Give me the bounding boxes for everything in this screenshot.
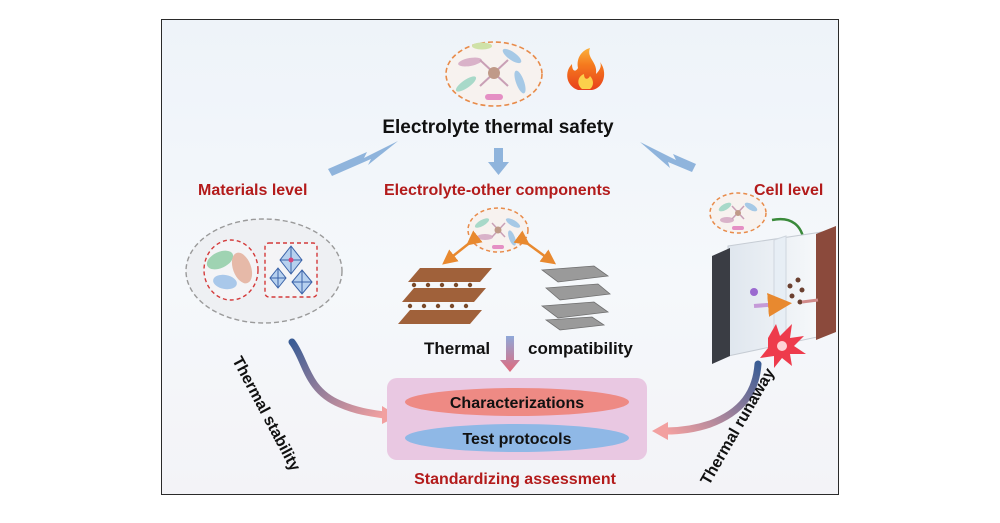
thermal-stability-label: Thermal stability xyxy=(228,354,303,474)
electrolyte-molecule-icon xyxy=(445,41,543,107)
components-illustration xyxy=(442,207,557,265)
diagram-canvas: Electrolyte thermal safety Materials lev… xyxy=(185,41,836,488)
arrow-to-cell xyxy=(640,142,696,172)
characterizations-pill xyxy=(405,388,629,416)
thermal-stability-arrow xyxy=(288,338,388,419)
battery-cell-icon xyxy=(709,192,836,364)
branch-arrows xyxy=(328,141,696,176)
thermal-runaway-arrowhead xyxy=(652,422,668,440)
diagram-title: Electrolyte thermal safety xyxy=(382,117,614,138)
test-protocols-pill xyxy=(405,424,629,452)
compatibility-label-right: compatibility xyxy=(528,339,633,358)
materials-level-heading: Materials level xyxy=(198,182,307,199)
characterizations-label: Characterizations xyxy=(450,395,584,412)
standardizing-assessment-caption: Standardizing assessment xyxy=(414,471,617,488)
compatibility-arrow xyxy=(500,336,520,372)
layered-cathode-icon xyxy=(398,268,492,324)
diagram-frame: Electrolyte thermal safety Materials lev… xyxy=(161,19,839,495)
components-heading: Electrolyte-other components xyxy=(384,182,611,199)
thermal-runaway-arrow xyxy=(662,360,762,435)
arrow-to-components xyxy=(488,148,509,175)
compatibility-label-left: Thermal xyxy=(424,339,490,358)
cell-level-heading: Cell level xyxy=(754,182,823,199)
materials-illustration xyxy=(185,218,343,324)
graphite-anode-icon xyxy=(540,265,611,331)
flame-icon xyxy=(567,48,605,90)
arrow-to-materials xyxy=(328,141,398,176)
test-protocols-label: Test protocols xyxy=(462,431,571,448)
explosion-icon xyxy=(760,324,806,368)
